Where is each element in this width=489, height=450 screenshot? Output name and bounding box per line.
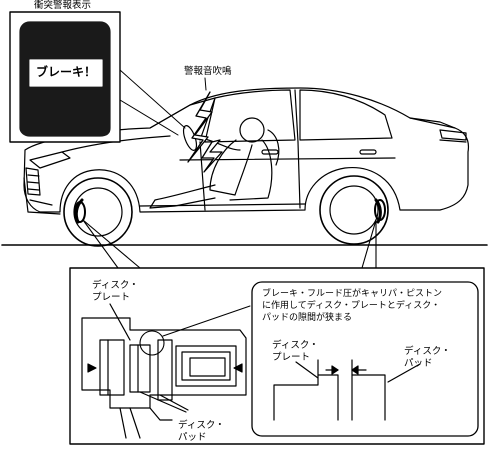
callout-text-line-2: に作用してディスク・プレートとディスク・	[262, 301, 441, 311]
rear-brake-marker	[374, 199, 386, 221]
car-illustration	[23, 87, 470, 215]
arrow-right-icon	[87, 363, 97, 373]
collision-warning-display-label: 衝突警報表示	[34, 0, 92, 11]
zoomed-gap-detail	[273, 359, 421, 421]
zoom-detail-frame	[251, 281, 479, 437]
warning-display-text: ブレーキ！	[35, 65, 96, 79]
detail-disc-plate-label-line-1: ディスク・	[272, 340, 319, 351]
callout-text-line-3: パッドの隙間が狭まる	[262, 313, 353, 323]
detail-disc-plate-label-line-2: プレート	[272, 352, 311, 363]
driver-figure	[149, 117, 280, 209]
disc-plate-label-line-1: ディスク・	[92, 280, 139, 291]
disc-pad-label-line-1: ディスク・	[178, 420, 225, 431]
lightning-bolt-icon	[187, 91, 213, 163]
disc-plate-label-line-2: プレート	[92, 292, 131, 303]
detail-disc-pad-label-line-1: ディスク・	[404, 346, 451, 357]
warning-text-plate	[29, 59, 103, 87]
callout-text-line-1: ブレーキ・フルード圧がキャリパ・ピストン	[262, 289, 443, 299]
warning-sound-label: 警報音吹鳴	[184, 66, 232, 77]
rear-wheel	[319, 175, 389, 245]
front-brake-marker	[74, 201, 86, 223]
detail-disc-pad-label-line-2: パッド	[404, 358, 433, 369]
arrow-left-icon	[233, 363, 243, 373]
caliper-cross-section	[81, 303, 247, 439]
disc-pad-label-line-2: パッド	[178, 432, 207, 443]
